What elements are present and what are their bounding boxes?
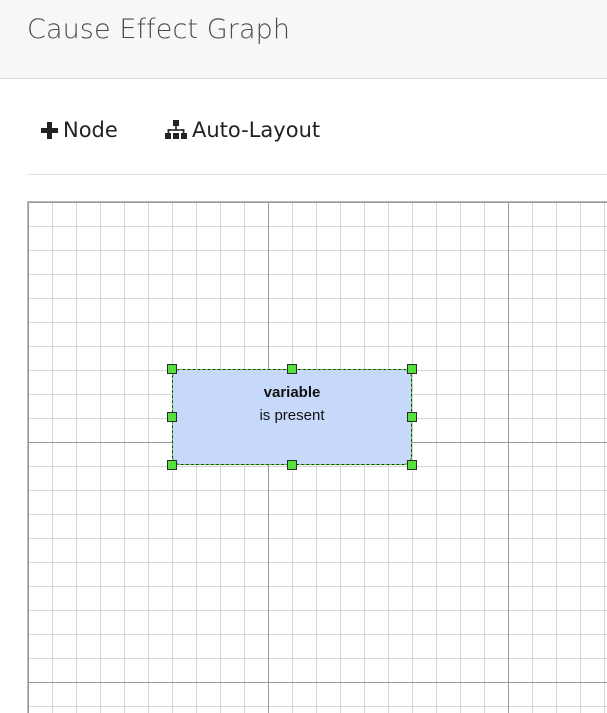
sitemap-icon <box>165 120 192 140</box>
auto-layout-button[interactable]: Auto-Layout <box>165 114 320 146</box>
resize-handle-top-right[interactable] <box>407 364 417 374</box>
plus-icon <box>41 121 63 139</box>
auto-layout-label: Auto-Layout <box>192 118 321 142</box>
node-title: variable <box>263 384 321 401</box>
resize-handle-bottom-left[interactable] <box>167 460 177 470</box>
node-subtitle: is present <box>259 407 325 424</box>
resize-handle-top[interactable] <box>287 364 297 374</box>
graph-node[interactable]: variable is present <box>172 369 412 465</box>
graph-canvas[interactable]: variable is present <box>27 201 607 713</box>
resize-handle-left[interactable] <box>167 412 177 422</box>
resize-handle-bottom[interactable] <box>287 460 297 470</box>
page-title: Cause Effect Graph <box>27 14 291 45</box>
add-node-button[interactable]: Node <box>41 114 118 146</box>
resize-handle-bottom-right[interactable] <box>407 460 417 470</box>
toolbar: Node Auto-Layout <box>27 100 607 175</box>
add-node-label: Node <box>63 118 118 142</box>
app-header: Cause Effect Graph <box>0 0 607 79</box>
resize-handle-right[interactable] <box>407 412 417 422</box>
resize-handle-top-left[interactable] <box>167 364 177 374</box>
